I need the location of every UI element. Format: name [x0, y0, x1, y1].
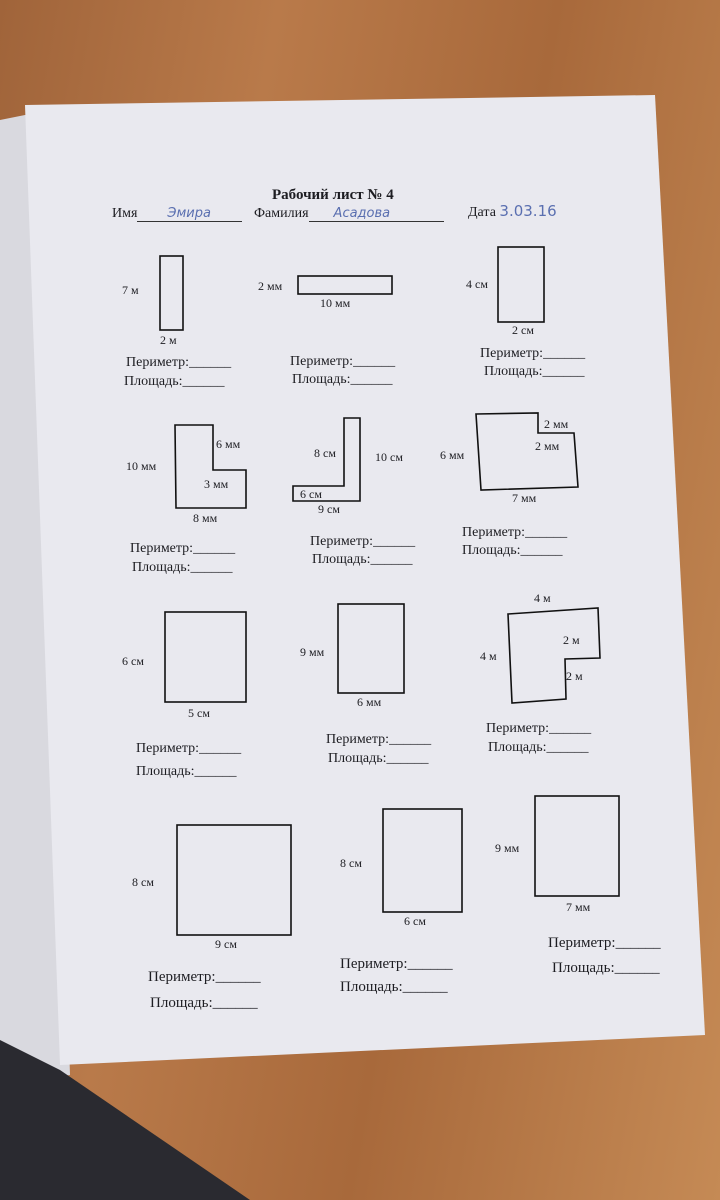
- figure-4-l-shape: [174, 424, 247, 509]
- figure-7-width: 5 см: [188, 706, 210, 720]
- figure-11-height: 8 см: [340, 856, 362, 870]
- name-value: Эмира: [137, 206, 243, 222]
- name-label: Имя: [112, 206, 138, 221]
- figure-4-label: 10 мм: [126, 459, 157, 473]
- figure-12-width: 7 мм: [566, 900, 591, 914]
- area-label: Площадь:______: [124, 374, 225, 389]
- figure-10-width: 9 см: [215, 937, 237, 951]
- figure-11-width: 6 см: [404, 914, 426, 928]
- figure-6-label: 2 мм: [544, 417, 569, 431]
- figure-3-width: 2 см: [512, 323, 534, 337]
- date-value: 3.03.16: [499, 202, 557, 220]
- figure-5-label: 9 см: [318, 502, 340, 516]
- figure-2-rectangle: [297, 275, 393, 295]
- figure-9-label: 2 м: [563, 633, 580, 647]
- figure-8-width: 6 мм: [357, 695, 382, 709]
- figure-4-label: 3 мм: [204, 477, 229, 491]
- figure-7-height: 6 см: [122, 654, 144, 668]
- area-label: Площадь:______: [552, 960, 660, 976]
- surname-label: Фамилия: [254, 206, 309, 221]
- perimeter-label: Периметр:______: [130, 541, 236, 556]
- area-label: Площадь:______: [136, 764, 237, 779]
- figure-6-label: 7 мм: [512, 491, 537, 505]
- figure-6-notched-shape: [475, 412, 579, 491]
- figure-1-width: 2 м: [160, 333, 177, 347]
- area-label: Площадь:______: [340, 979, 448, 995]
- figure-8-height: 9 мм: [300, 645, 325, 659]
- area-label: Площадь:______: [292, 372, 393, 387]
- figure-9-label: 2 м: [566, 669, 583, 683]
- figure-5-label: 8 см: [314, 446, 336, 460]
- area-label: Площадь:______: [484, 364, 585, 379]
- figure-10-rectangle: [176, 824, 292, 936]
- figure-4-label: 6 мм: [216, 437, 241, 451]
- perimeter-label: Периметр:______: [310, 534, 416, 549]
- perimeter-label: Периметр:______: [326, 732, 432, 747]
- figure-5-label: 6 см: [300, 487, 322, 501]
- figure-3-height: 4 см: [466, 277, 488, 291]
- area-label: Площадь:______: [328, 751, 429, 766]
- date-field: Дата 3.03.16: [468, 202, 557, 221]
- figure-12-rectangle: [534, 795, 620, 897]
- area-label: Площадь:______: [312, 552, 413, 567]
- perimeter-label: Периметр:______: [480, 346, 586, 361]
- figure-12-height: 9 мм: [495, 841, 520, 855]
- area-label: Площадь:______: [462, 543, 563, 558]
- figure-7-rectangle: [164, 611, 247, 703]
- paper-sheet: [25, 95, 705, 1065]
- figure-11-rectangle: [382, 808, 463, 913]
- figure-8-rectangle: [337, 603, 405, 694]
- figure-3-rectangle: [497, 246, 545, 323]
- worksheet-title: Рабочий лист № 4: [272, 187, 394, 203]
- perimeter-label: Периметр:______: [126, 355, 232, 370]
- area-label: Площадь:______: [132, 560, 233, 575]
- dark-cloth: [0, 1040, 250, 1200]
- perimeter-label: Периметр:______: [136, 741, 242, 756]
- figure-2-width: 10 мм: [320, 296, 351, 310]
- figure-5-l-shape: [292, 417, 361, 502]
- figure-9-l-shape: [507, 607, 601, 704]
- figure-5-label: 10 см: [375, 450, 403, 464]
- surname-value: Асадова: [308, 206, 444, 222]
- area-label: Площадь:______: [488, 740, 589, 755]
- figure-9-label: 4 м: [534, 591, 551, 605]
- figure-6-label: 2 мм: [535, 439, 560, 453]
- figure-4-label: 8 мм: [193, 511, 218, 525]
- perimeter-label: Периметр:______: [340, 956, 453, 972]
- perimeter-label: Периметр:______: [486, 721, 592, 736]
- figure-10-height: 8 см: [132, 875, 154, 889]
- figure-9-label: 4 м: [480, 649, 497, 663]
- figure-2-height: 2 мм: [258, 279, 283, 293]
- perimeter-label: Периметр:______: [548, 935, 661, 951]
- figure-1-height: 7 м: [122, 283, 139, 297]
- area-label: Площадь:______: [150, 995, 258, 1011]
- perimeter-label: Периметр:______: [148, 969, 261, 985]
- figure-1-rectangle: [159, 255, 184, 331]
- perimeter-label: Периметр:______: [290, 354, 396, 369]
- figure-6-label: 6 мм: [440, 448, 465, 462]
- perimeter-label: Периметр:______: [462, 525, 568, 540]
- date-label: Дата: [468, 205, 496, 220]
